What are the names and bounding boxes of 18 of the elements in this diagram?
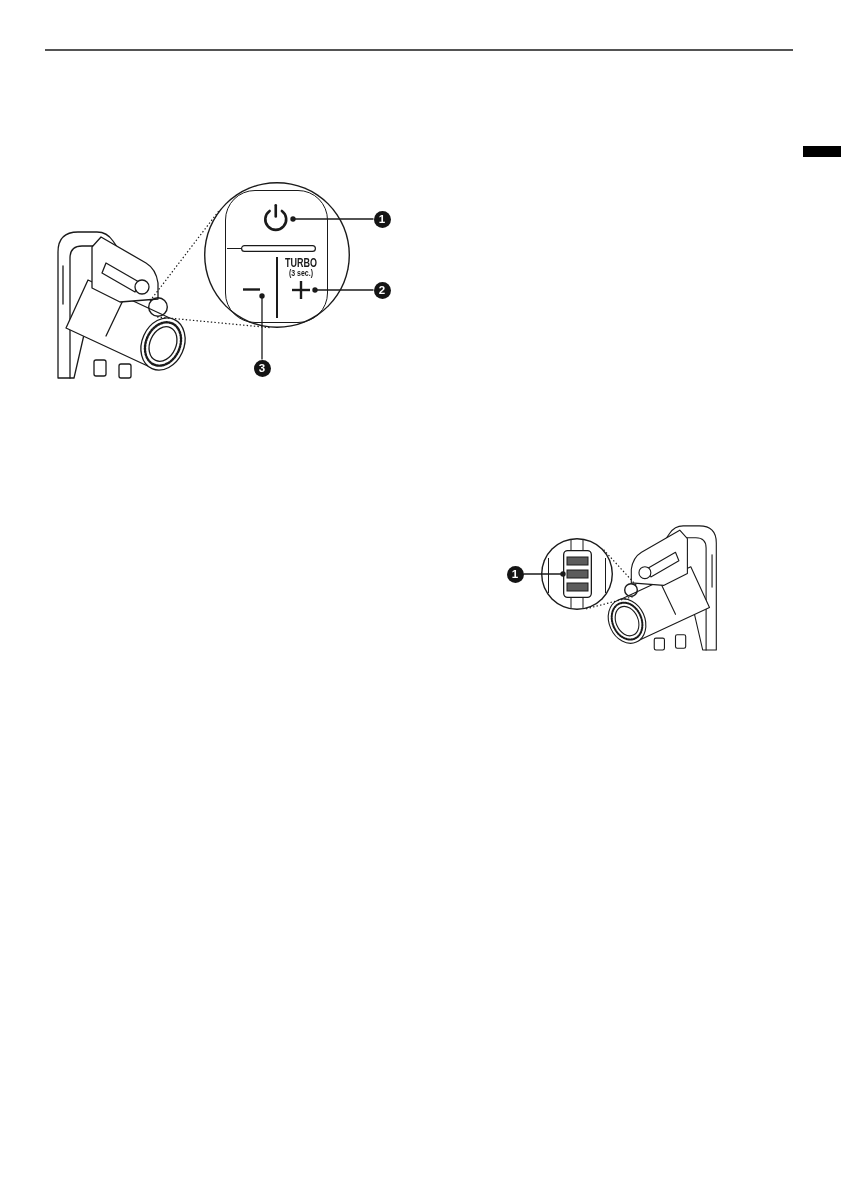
callout-number: 1 — [373, 210, 391, 228]
dotted-guide-line — [602, 549, 637, 586]
callout-number: 1 — [506, 565, 524, 583]
battery-indicator-icon — [563, 550, 592, 598]
leader-line — [290, 216, 375, 222]
dotted-guide-line — [156, 316, 271, 329]
dotted-guide-line — [149, 210, 220, 302]
hold-time-label: (3 sec.) — [289, 269, 313, 278]
minus-icon — [242, 288, 260, 291]
turbo-label: TURBO — [285, 257, 317, 270]
dotted-guide-line — [585, 596, 634, 610]
callout-number: 2 — [373, 281, 391, 299]
callout-number: 3 — [253, 359, 271, 377]
plus-icon — [292, 281, 310, 299]
leader-line — [522, 571, 566, 577]
leader-line — [259, 293, 265, 361]
power-icon — [264, 203, 288, 231]
leader-line — [312, 287, 375, 293]
